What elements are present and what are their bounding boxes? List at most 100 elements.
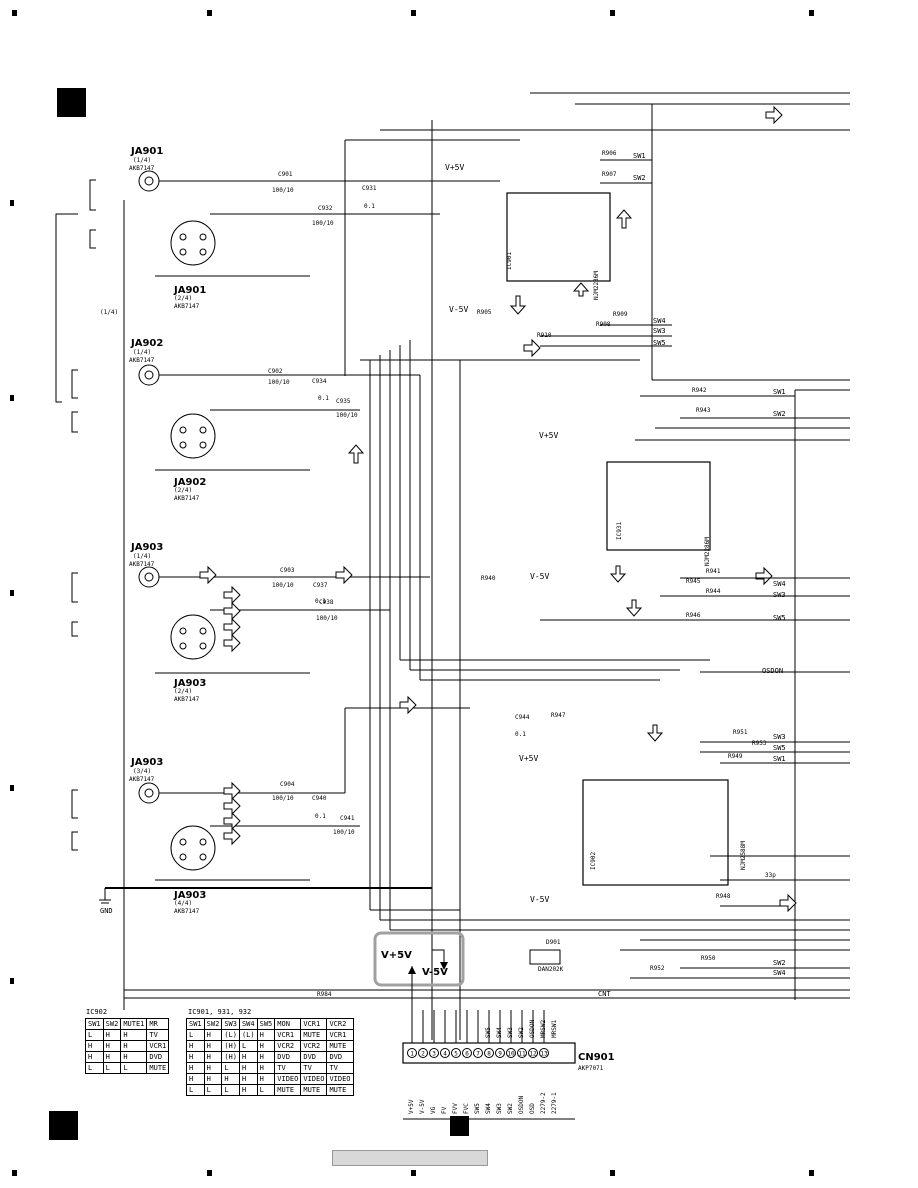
svg-text:100/10: 100/10 (272, 582, 294, 589)
connector-pin (528, 1048, 538, 1058)
truth-cell: H (186, 1051, 205, 1063)
svg-text:AKB7147: AKB7147 (174, 696, 200, 703)
truth-cell: H (102, 1040, 122, 1052)
connector-pin (517, 1048, 527, 1058)
svg-text:C937: C937 (313, 582, 328, 589)
svg-text:SW4: SW4 (773, 969, 786, 977)
vm-label-3: V-5V (530, 895, 549, 904)
truth-cell: L (238, 1040, 258, 1052)
svg-text:SW3: SW3 (773, 591, 786, 599)
truth-cell: VCR1 (300, 1018, 328, 1030)
svg-text:SW5: SW5 (653, 339, 666, 347)
truth-cell: H (85, 1040, 104, 1052)
connector-pin-label: 2279-2 (540, 1092, 547, 1114)
truth-cell: MUTE (146, 1062, 170, 1074)
page-corner-mark-bottom (49, 1111, 78, 1140)
input-signal-lines (155, 139, 850, 1040)
connector-pin (407, 1048, 417, 1058)
vp-label-2: V+5V (539, 431, 558, 440)
truth-cell: DVD (146, 1051, 170, 1063)
svg-text:C931: C931 (362, 185, 377, 192)
truth-cell: SW2 (102, 1018, 122, 1030)
truth-cell: H (256, 1040, 276, 1052)
svg-text:R944: R944 (706, 588, 721, 595)
svg-text:SW2: SW2 (633, 174, 646, 182)
svg-text:100/10: 100/10 (268, 379, 290, 386)
connector-pin-number: 9 (498, 1051, 502, 1058)
truth-cell: H (102, 1051, 122, 1063)
svg-text:100/10: 100/10 (272, 795, 294, 802)
svg-text:SW1: SW1 (633, 152, 646, 160)
truth-cell: (H) (221, 1051, 240, 1063)
truth-cell: H (203, 1040, 223, 1052)
highlight-vp: V+5V (381, 950, 412, 961)
svg-text:SW5: SW5 (773, 614, 786, 622)
svg-text:R909: R909 (613, 311, 628, 318)
ja901-ref: JA901 (130, 146, 163, 157)
truth-cell: H (102, 1029, 122, 1041)
svg-text:(3/4): (3/4) (133, 768, 151, 775)
truth-cell: H (238, 1051, 258, 1063)
svg-text:JA903: JA903 (130, 757, 163, 768)
svg-text:R910: R910 (537, 332, 552, 339)
truth-cell: MR (146, 1018, 170, 1030)
truth-cell: TV (274, 1062, 302, 1074)
svg-text:CN901: CN901 (578, 1052, 615, 1063)
ja903-rca-1: JA903 (1/4) AKB7147 (129, 542, 275, 588)
truth-cell: H (186, 1062, 205, 1074)
svg-text:SW1: SW1 (773, 388, 786, 396)
connector-signal-label: SW2 (518, 1027, 525, 1038)
svg-text:JA902: JA902 (130, 338, 163, 349)
truth-cell: H (238, 1084, 258, 1096)
connector-pin-number: 2 (421, 1051, 425, 1058)
svg-text:JA903: JA903 (130, 542, 163, 553)
truth-cell: MUTE (300, 1029, 328, 1041)
svg-text:NJM2286M: NJM2286M (704, 537, 711, 566)
truth-cell: H (221, 1073, 240, 1085)
connector-pin (462, 1048, 472, 1058)
truth-cell: DVD (274, 1051, 302, 1063)
truth-cell: L (186, 1084, 205, 1096)
svg-text:(2/4): (2/4) (174, 295, 192, 302)
svg-text:R908: R908 (596, 321, 611, 328)
connector-pin (484, 1048, 494, 1058)
truth-cell: TV (300, 1062, 328, 1074)
connector-pin-number: 10 (507, 1051, 515, 1058)
truth-cell: MUTE (326, 1084, 354, 1096)
truth-cell: SW1 (85, 1018, 104, 1030)
truth-cell: L (186, 1029, 205, 1041)
svg-text:R906: R906 (602, 150, 617, 157)
svg-text:IC931: IC931 (616, 522, 623, 540)
svg-text:R950: R950 (701, 955, 716, 962)
svg-text:R943: R943 (696, 407, 711, 414)
grid-markers (10, 10, 814, 1176)
ja902-rca: JA902 (1/4) AKB7147 (129, 338, 275, 386)
truth-cell: VCR2 (274, 1040, 302, 1052)
connector-signal-label: SW3 (507, 1027, 514, 1038)
truth-cell: MON (274, 1018, 302, 1030)
svg-text:DAN202K: DAN202K (538, 966, 564, 973)
connector-signal-label: MRSW2 (540, 1020, 547, 1038)
svg-text:C941: C941 (340, 815, 355, 822)
connector-pin-number: 12 (529, 1051, 537, 1058)
svg-text:100/10: 100/10 (333, 829, 355, 836)
vm-label-2: V-5V (530, 572, 549, 581)
connector-pin-number: 11 (518, 1051, 526, 1058)
truth-cell: VCR2 (326, 1018, 354, 1030)
truth-cell: MUTE1 (120, 1018, 148, 1030)
truth-cell: DVD (326, 1051, 354, 1063)
svg-text:CNT: CNT (598, 990, 611, 998)
connector-pin (506, 1048, 516, 1058)
truth-cell: VCR1 (274, 1029, 302, 1041)
